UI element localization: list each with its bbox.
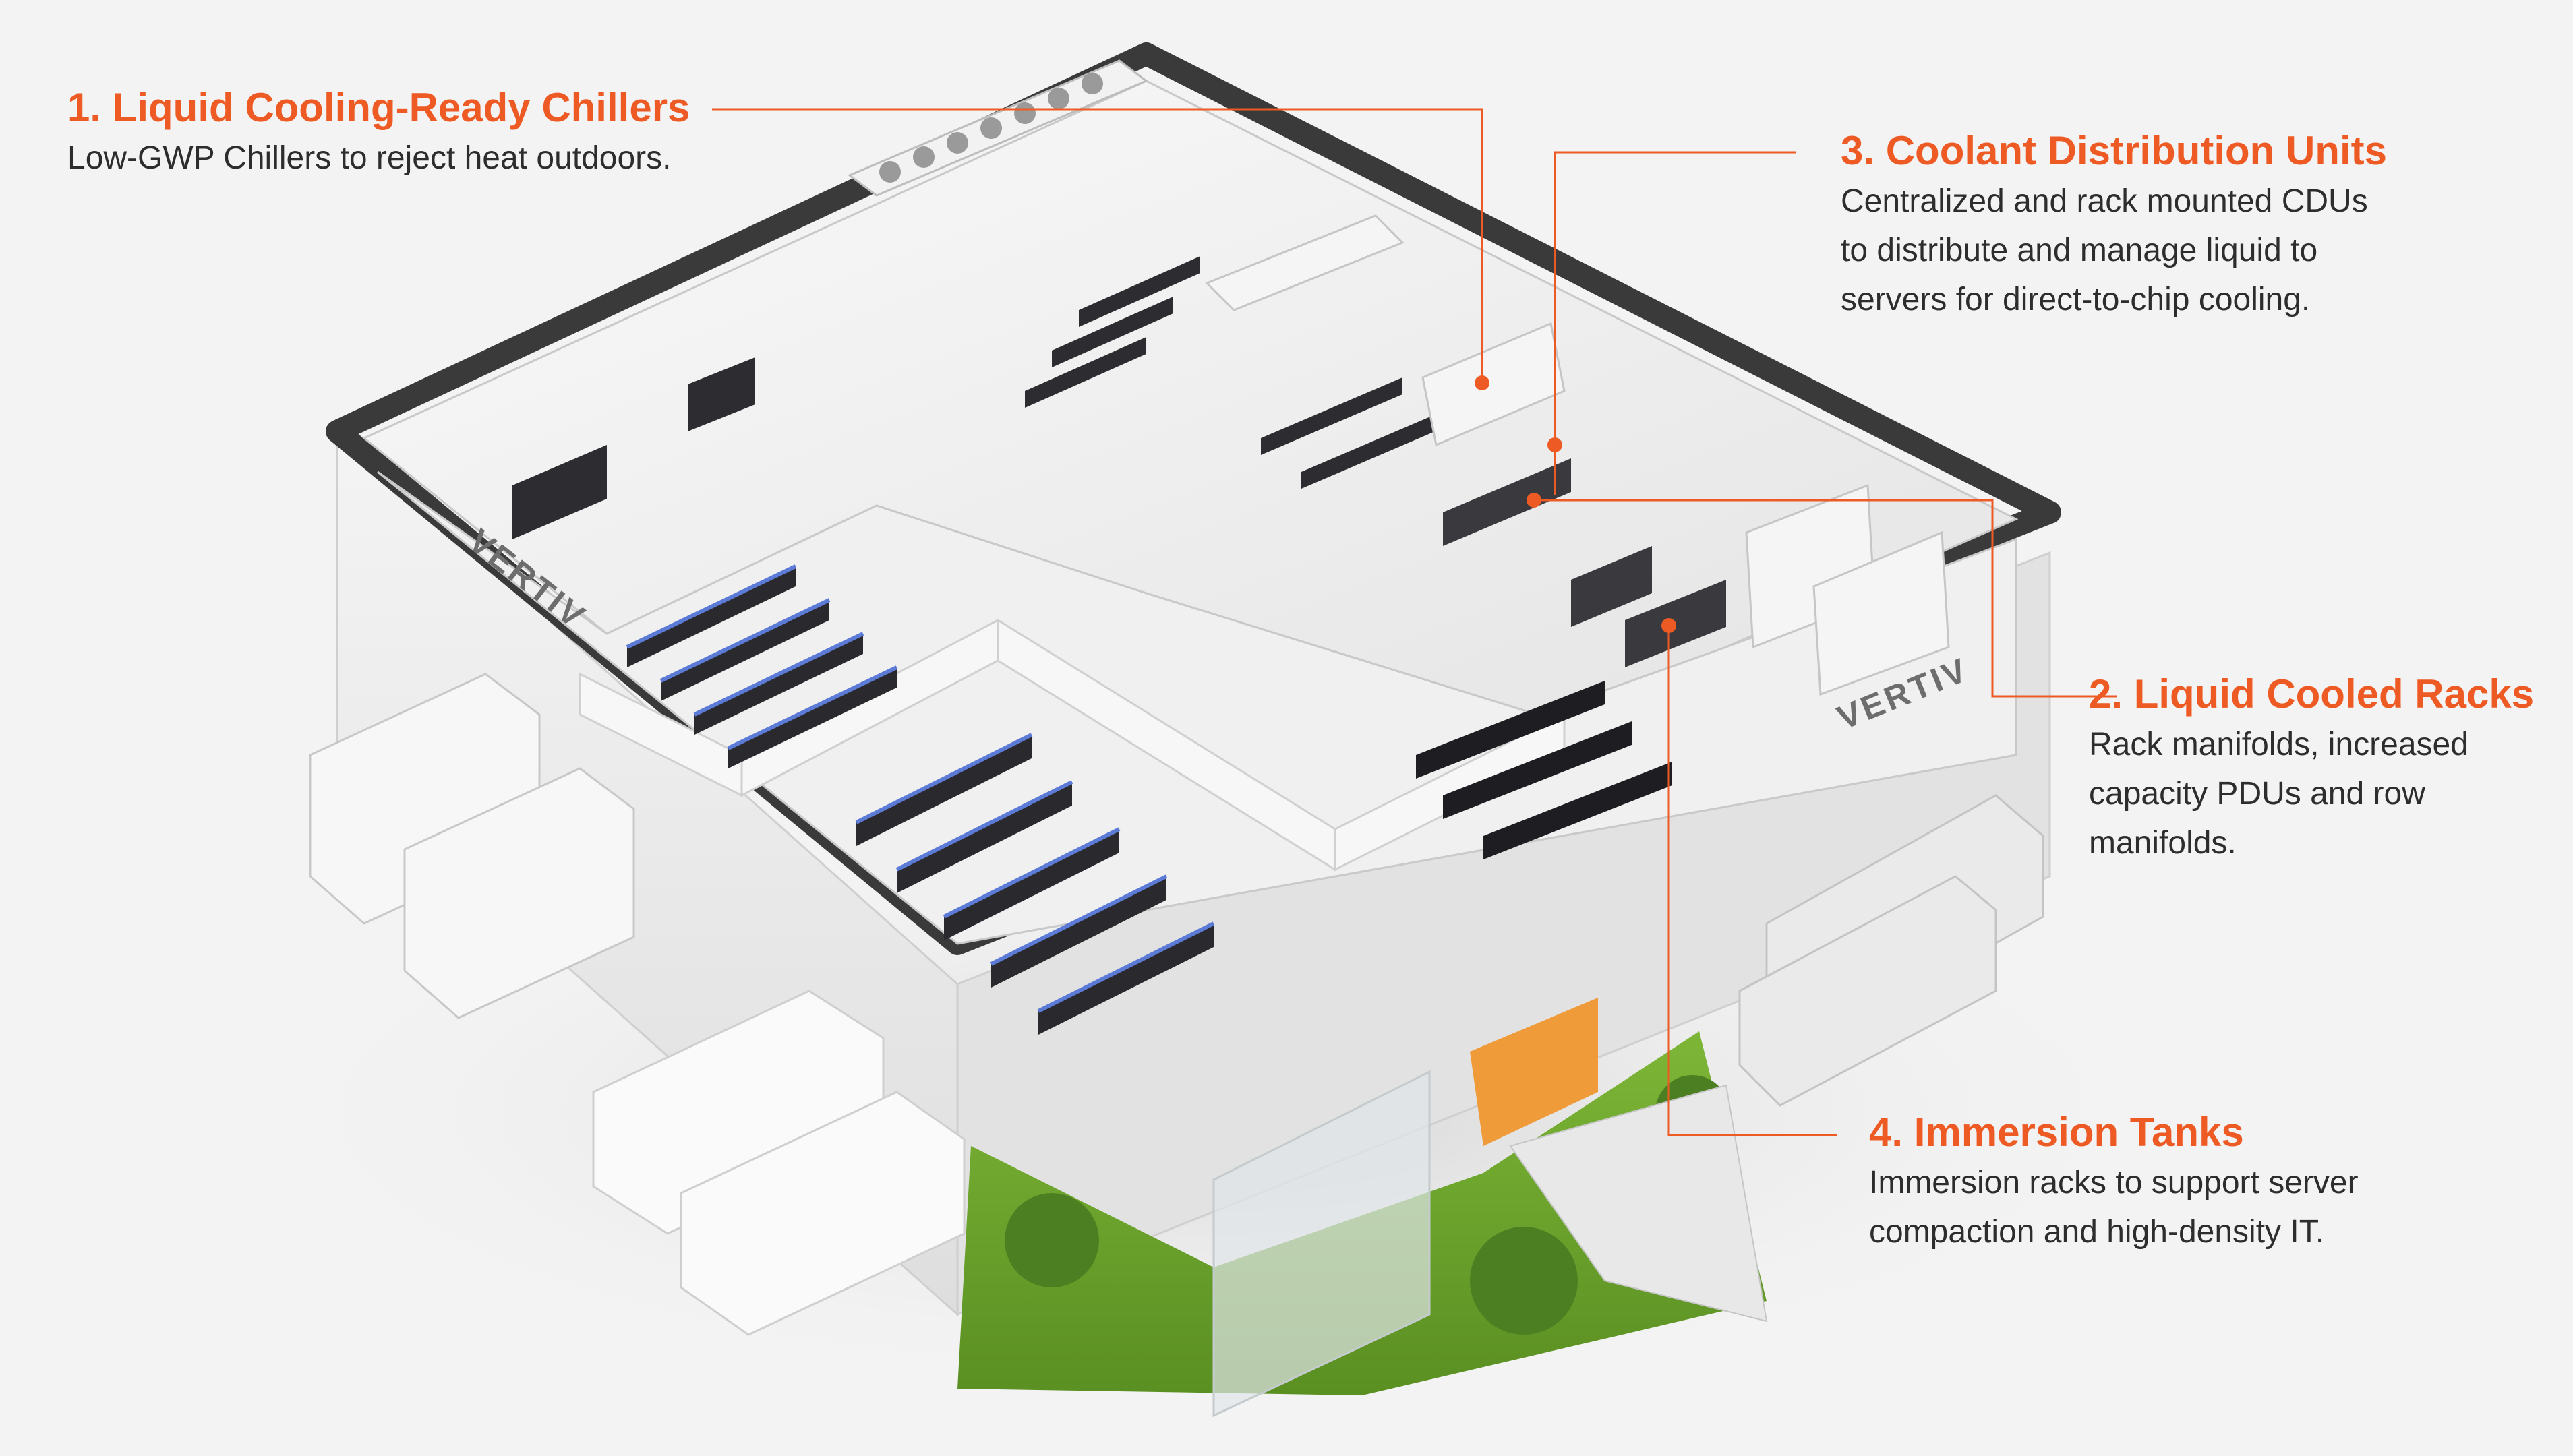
callout-line: capacity PDUs and row	[2089, 776, 2425, 812]
callout-chillers: 1. Liquid Cooling-Ready Chillers Low-GWP…	[67, 84, 690, 183]
hotspot-dot-icon	[1475, 375, 1489, 390]
external-units-right	[1738, 794, 2044, 1107]
callout-line: Centralized and rack mounted CDUs	[1841, 183, 2368, 219]
callout-description: Centralized and rack mounted CDUs to dis…	[1841, 177, 2387, 324]
office-glass-block	[1212, 1070, 1431, 1418]
external-chillers	[309, 673, 635, 1019]
callout-racks: 2. Liquid Cooled Racks Rack manifolds, i…	[2089, 670, 2534, 868]
callout-line: to distribute and manage liquid to	[1841, 233, 2318, 268]
rack-row-highlights-lower-left	[626, 564, 898, 750]
callout-description: Rack manifolds, increased capacity PDUs …	[2089, 720, 2534, 868]
rack-rows-center	[856, 735, 1214, 1035]
callout-lines	[712, 108, 2117, 1136]
callout-title: 2. Liquid Cooled Racks	[2089, 671, 2535, 717]
callout-line-immersion	[1667, 626, 1837, 1136]
battery-containers	[592, 990, 966, 1336]
callout-line: manifolds.	[2089, 825, 2237, 861]
rack-rows-upper	[512, 256, 1443, 539]
callout-line: compaction and high-density IT.	[1869, 1214, 2325, 1250]
rack-rows-lower-left	[627, 566, 897, 768]
callout-cdu: 3. Coolant Distribution Units Centralize…	[1841, 127, 2387, 324]
hotspot-dot-icon	[1547, 437, 1562, 452]
roof-chiller-fans	[879, 73, 1103, 183]
partition-walls	[579, 618, 1566, 872]
callout-immersion: 4. Immersion Tanks Immersion racks to su…	[1869, 1108, 2359, 1256]
rack-row-highlights-center	[855, 733, 1215, 1013]
callout-line-chillers	[712, 108, 1483, 383]
callout-line-racks	[1534, 499, 2117, 698]
callout-title: 1. Liquid Cooling-Ready Chillers	[67, 85, 690, 130]
callout-line: servers for direct-to-chip cooling.	[1841, 282, 2311, 317]
callout-line-cdu	[1554, 151, 1796, 495]
hotspot-dots	[1475, 375, 1676, 633]
hotspot-dot-icon	[1661, 618, 1676, 633]
callout-line: Low-GWP Chillers to reject heat outdoors…	[67, 140, 672, 176]
callout-description: Low-GWP Chillers to reject heat outdoors…	[67, 133, 690, 183]
entrance-ramp	[1509, 1084, 1768, 1323]
entrance-canopy	[1470, 998, 1598, 1146]
callout-description: Immersion racks to support server compac…	[1869, 1158, 2359, 1256]
hotspot-dot-icon	[1527, 493, 1541, 508]
callout-line: Rack manifolds, increased	[2089, 727, 2468, 762]
upper-chiller-units	[1205, 214, 1950, 696]
callout-title: 3. Coolant Distribution Units	[1841, 128, 2387, 173]
rack-rows-right	[1416, 681, 1672, 859]
callout-title: 4. Immersion Tanks	[1869, 1110, 2244, 1155]
callout-line: Immersion racks to support server	[1869, 1165, 2359, 1201]
